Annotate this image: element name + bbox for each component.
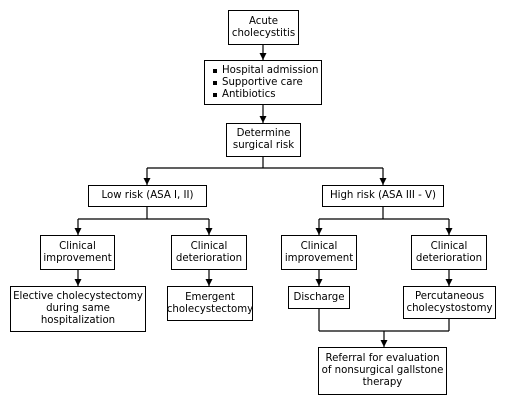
node-discharge: Discharge	[288, 286, 350, 309]
node-emergent-cholecystectomy: Emergent cholecystectomy	[167, 286, 253, 321]
node-determine-surgical-risk: Determine surgical risk	[226, 123, 301, 157]
node-text: Determine	[236, 128, 291, 139]
node-text: during same	[46, 303, 110, 314]
node-text: Acute	[248, 15, 279, 27]
node-percutaneous-cholecystostomy: Percutaneous cholecystostomy	[403, 286, 496, 319]
list-item: Antibiotics	[213, 89, 276, 101]
node-text: hospitalization	[40, 315, 116, 326]
bullet-icon	[213, 68, 217, 73]
node-low-clinical-improvement: Clinical improvement	[40, 235, 115, 270]
node-initial-care: Hospital admission Supportive care Antib…	[204, 60, 322, 105]
node-low-clinical-deterioration: Clinical deterioration	[171, 235, 247, 270]
node-text: Percutaneous	[414, 290, 485, 302]
node-text: High risk (ASA III - V)	[329, 190, 437, 201]
node-elective-cholecystectomy: Elective cholecystectomy during same hos…	[10, 286, 146, 332]
node-text: therapy	[362, 377, 403, 388]
node-acute-cholecystitis: Acute cholecystitis	[228, 10, 299, 45]
list-item-text: Supportive care	[222, 76, 303, 88]
node-text: of nonsurgical gallstone	[321, 365, 444, 376]
node-high-clinical-deterioration: Clinical deterioration	[411, 235, 487, 270]
node-text: Referral for evaluation	[325, 353, 440, 364]
list-item-text: Antibiotics	[222, 88, 276, 100]
node-text: Clinical	[190, 240, 228, 252]
node-text: deterioration	[175, 252, 243, 264]
node-text: deterioration	[415, 252, 483, 264]
node-text: Elective cholecystectomy	[13, 291, 143, 302]
list-item-text: Hospital admission	[222, 64, 319, 76]
node-low-risk: Low risk (ASA I, II)	[88, 185, 207, 207]
node-text: Low risk (ASA I, II)	[101, 190, 194, 201]
bullet-icon	[213, 80, 217, 85]
list-item: Supportive care	[213, 77, 303, 89]
list-item: Hospital admission	[213, 65, 318, 77]
node-high-clinical-improvement: Clinical improvement	[281, 235, 357, 270]
node-text: surgical risk	[232, 140, 295, 151]
node-text: Clinical	[59, 240, 96, 252]
node-text: Emergent	[185, 291, 235, 303]
node-referral-nonsurgical-therapy: Referral for evaluation of nonsurgical g…	[318, 347, 447, 395]
node-text: Discharge	[293, 291, 345, 303]
node-text: cholecystostomy	[406, 302, 493, 314]
bullet-icon	[213, 92, 217, 97]
node-high-risk: High risk (ASA III - V)	[322, 185, 444, 207]
node-text: improvement	[284, 252, 354, 264]
node-text: improvement	[43, 252, 112, 264]
node-text: Clinical	[430, 240, 468, 252]
node-text: cholecystitis	[231, 27, 296, 39]
node-text: Clinical	[300, 240, 338, 252]
node-text: cholecystectomy	[166, 303, 254, 315]
